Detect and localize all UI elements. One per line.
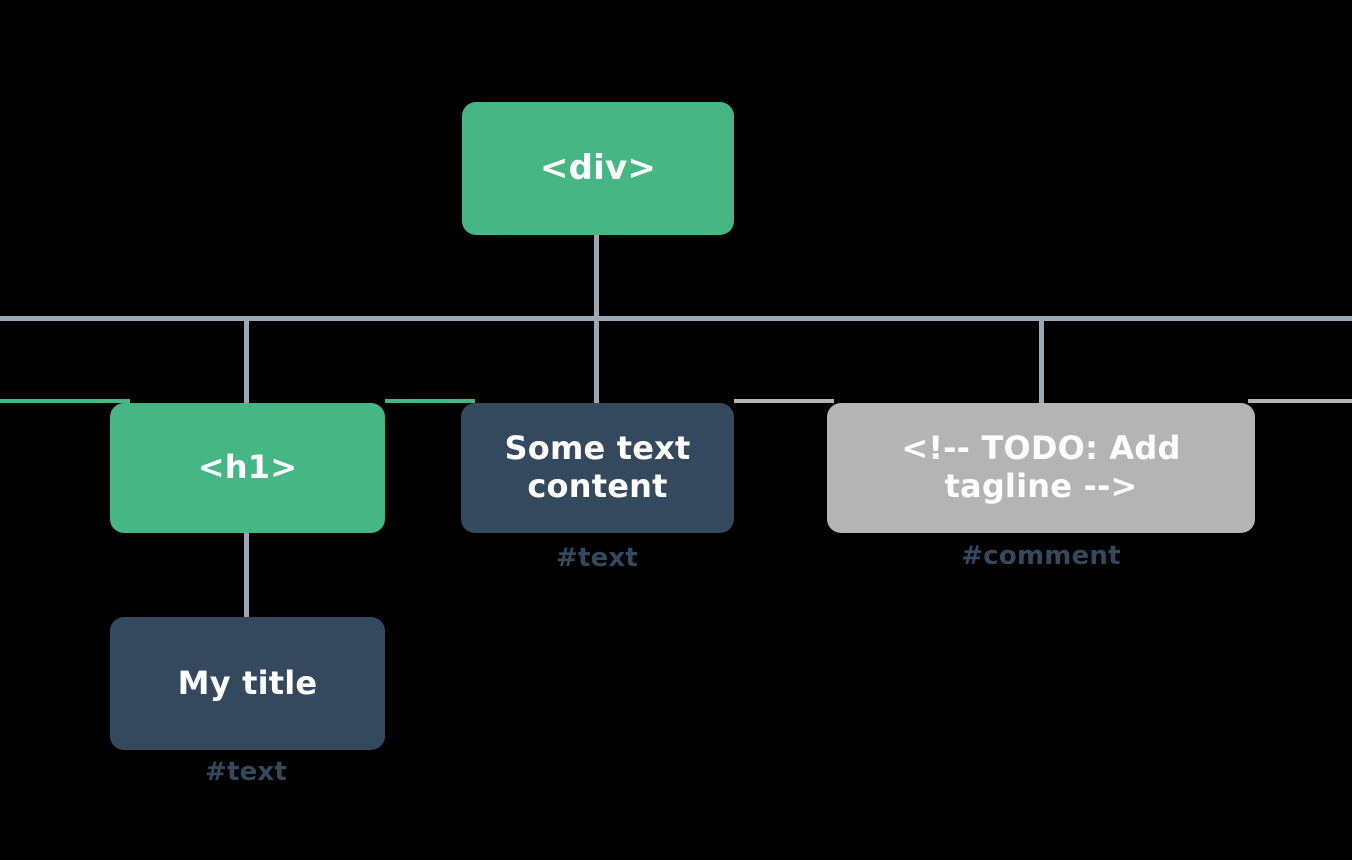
edge-div-stem xyxy=(594,235,599,321)
edge-bus-to-h1 xyxy=(244,316,249,406)
node-div[interactable]: <div> xyxy=(462,102,734,235)
edge-bus-to-comment xyxy=(1039,316,1044,406)
node-my-title-label: My title xyxy=(177,663,318,702)
node-some-text[interactable]: Some text content xyxy=(461,403,734,533)
node-h1[interactable]: <h1> xyxy=(110,403,385,533)
caption-comment: #comment xyxy=(961,541,1121,571)
node-my-title[interactable]: My title xyxy=(110,617,385,750)
node-some-text-label: Some text content xyxy=(504,429,691,505)
node-div-label: <div> xyxy=(539,148,657,189)
caption-some-text: #text xyxy=(555,543,639,573)
caption-my-title: #text xyxy=(204,757,288,787)
hairline-green-left xyxy=(0,399,130,403)
edge-h1-to-my-title xyxy=(244,533,249,621)
edge-bus-to-text xyxy=(594,316,599,406)
node-comment[interactable]: <!-- TODO: Add tagline --> xyxy=(827,403,1255,533)
node-comment-label: <!-- TODO: Add tagline --> xyxy=(901,429,1181,505)
edge-sibling-bus xyxy=(0,316,1352,321)
hairline-green-mid xyxy=(385,399,475,403)
hairline-gray-left xyxy=(734,399,834,403)
node-h1-label: <h1> xyxy=(197,448,298,487)
hairline-gray-right xyxy=(1248,399,1352,403)
